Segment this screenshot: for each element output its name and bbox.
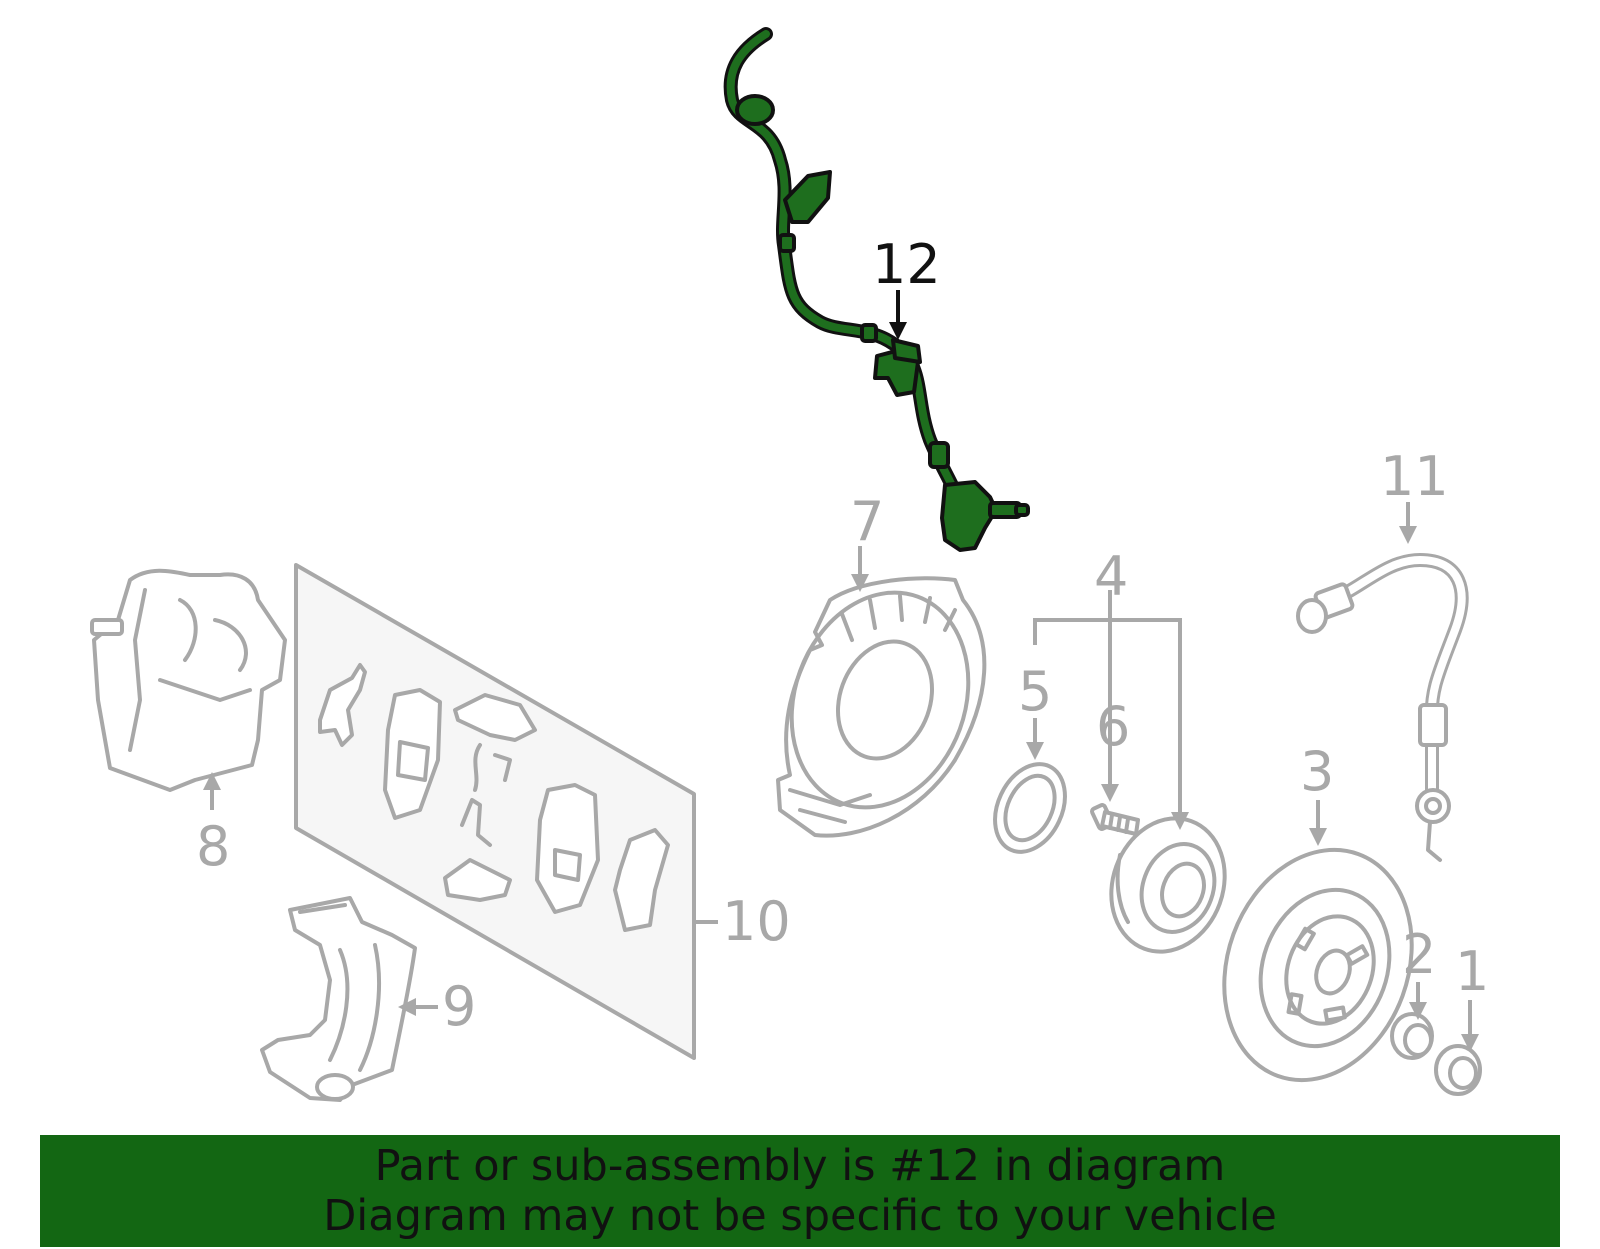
callout-4: 4 (1094, 545, 1128, 608)
tone-ring-part-5 (993, 762, 1067, 854)
caliper-part-8 (90, 568, 287, 792)
callout-5: 5 (1018, 660, 1052, 723)
callout-7: 7 (850, 490, 884, 553)
info-banner: Part or sub-assembly is #12 in diagram D… (40, 1135, 1560, 1247)
splash-shield-part-7 (776, 576, 987, 838)
abs-sensor-part-12[interactable] (723, 27, 1030, 552)
callout-1: 1 (1455, 940, 1489, 1003)
banner-line-1: Part or sub-assembly is #12 in diagram (374, 1141, 1226, 1191)
brake-rotor-part-3 (1222, 847, 1414, 1083)
callout-9: 9 (442, 975, 476, 1038)
caliper-bracket-part-9 (260, 896, 417, 1102)
bolt-part-6 (1089, 803, 1140, 836)
banner-line-2: Diagram may not be specific to your vehi… (323, 1191, 1277, 1241)
callout-8: 8 (196, 815, 230, 878)
callout-2: 2 (1402, 923, 1436, 986)
callout-11: 11 (1380, 445, 1449, 508)
brake-hose-part-11 (1296, 553, 1469, 862)
callout-12: 12 (872, 233, 941, 296)
pad-kit-part-10 (294, 563, 696, 1060)
callout-3: 3 (1300, 740, 1334, 803)
hub-nut-part-2 (1390, 1012, 1434, 1060)
callout-arrows (203, 290, 1479, 1052)
cap-part-1 (1434, 1044, 1482, 1096)
hub-assembly-part-4 (1109, 816, 1227, 954)
callout-10: 10 (722, 890, 791, 953)
callout-labels: 12 11 7 4 5 6 3 8 10 2 1 9 (196, 233, 1489, 1038)
parts-diagram: 12 11 7 4 5 6 3 8 10 2 1 9 (90, 27, 1489, 1102)
callout-6: 6 (1096, 695, 1130, 758)
